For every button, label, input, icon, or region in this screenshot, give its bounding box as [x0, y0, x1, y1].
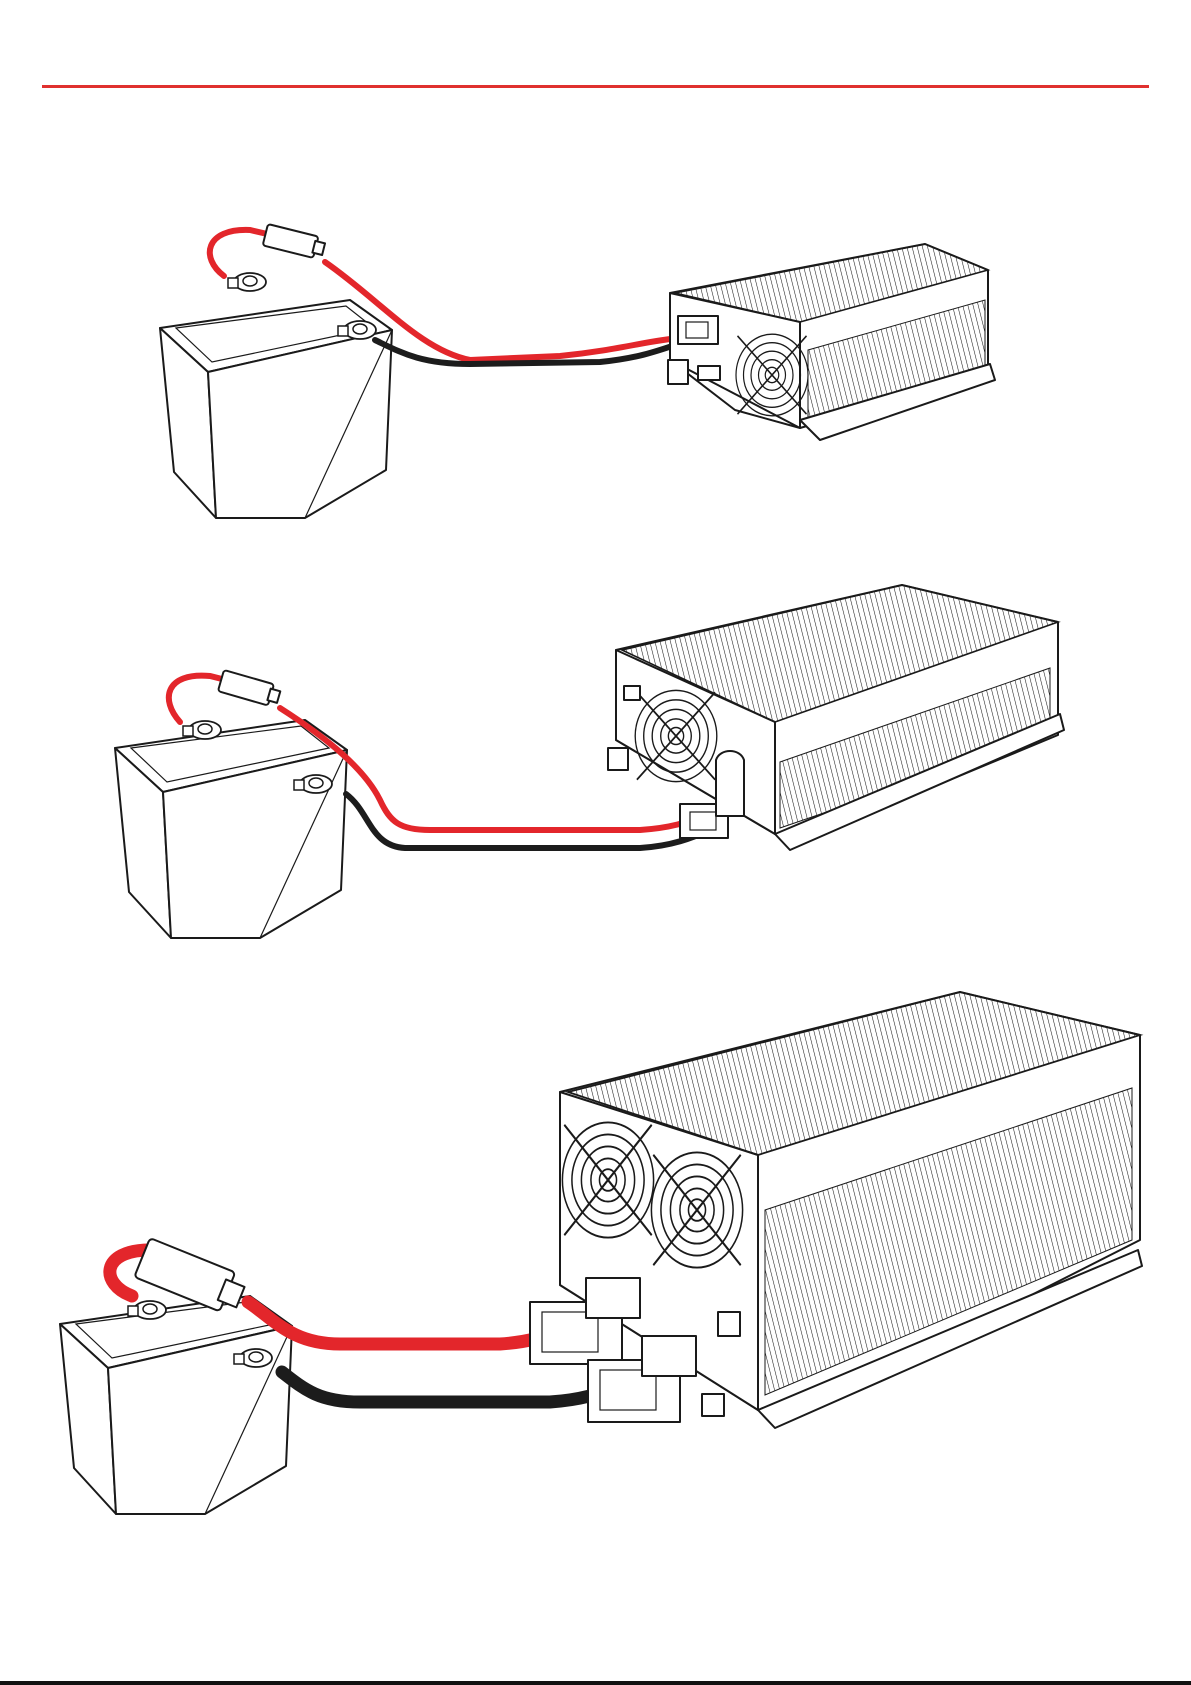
- negative-terminal-2: [183, 721, 221, 739]
- charger-unit-medium: [608, 585, 1064, 850]
- diagram-medium-unit: [115, 585, 1064, 938]
- battery-3: [60, 1296, 292, 1514]
- diagram-large-unit: [60, 992, 1142, 1514]
- charger-unit-small: [668, 244, 995, 440]
- inline-fuse-1: [263, 224, 327, 260]
- negative-cable-3: [282, 1372, 618, 1402]
- negative-cable-2: [346, 794, 710, 848]
- negative-terminal-3: [128, 1301, 166, 1319]
- negative-terminal-1: [228, 273, 266, 291]
- battery-2: [115, 720, 347, 938]
- inline-fuse-2: [218, 670, 282, 708]
- diagram-small-unit: [160, 224, 995, 518]
- charger-unit-large: [530, 992, 1142, 1428]
